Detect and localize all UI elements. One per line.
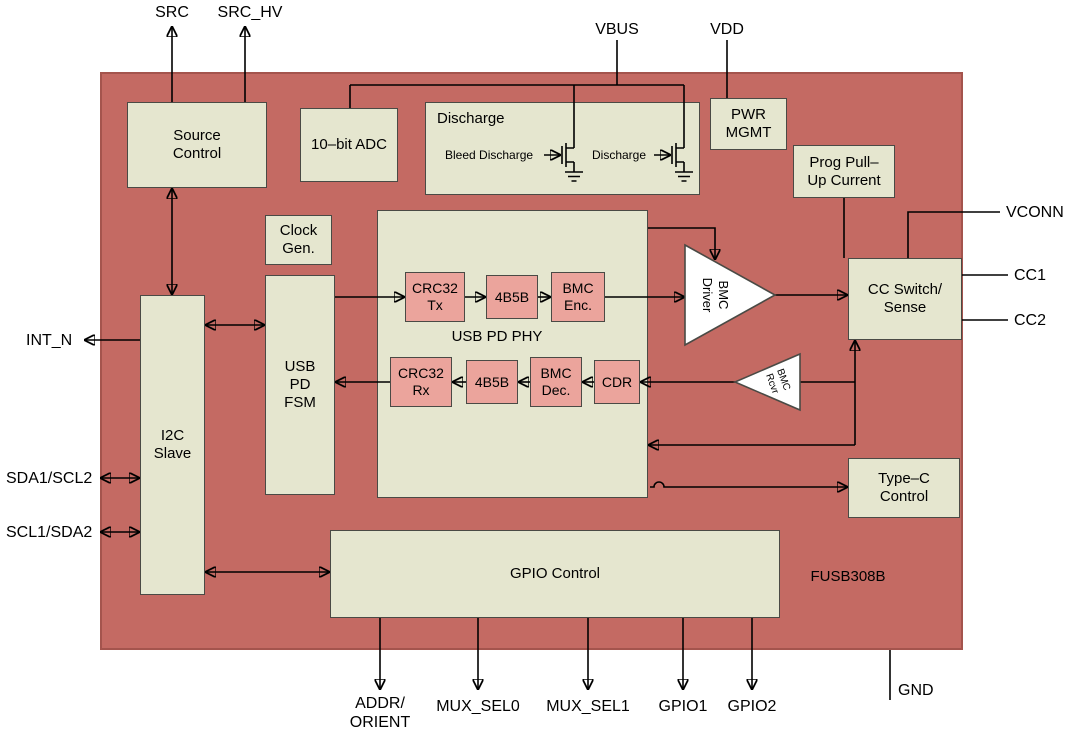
cdr-block: CDR xyxy=(594,360,640,404)
pin-scl1-sda2: SCL1/SDA2 xyxy=(6,524,93,541)
discharge-title: Discharge xyxy=(437,110,505,127)
pin-int-n: INT_N xyxy=(26,332,73,349)
crc32-rx-block: CRC32 Rx xyxy=(390,357,452,407)
usb-pd-phy-label: USB PD PHY xyxy=(451,328,543,345)
bmc-driver-label: BMC Driver xyxy=(700,277,731,313)
4b5b-tx-block: 4B5B xyxy=(486,275,538,319)
usb-pd-fsm-block: USB PD FSM xyxy=(265,275,335,495)
bleed-discharge-label: Bleed Discharge xyxy=(445,148,534,162)
part-number-label: FUSB308B xyxy=(810,568,886,585)
pin-vconn: VCONN xyxy=(1006,204,1064,221)
crc32-tx-block: CRC32 Tx xyxy=(405,272,465,322)
usb-pd-phy-block xyxy=(377,210,648,498)
pin-gnd: GND xyxy=(898,682,934,699)
bmc-dec-block: BMC Dec. xyxy=(530,357,582,407)
pin-src-hv: SRC_HV xyxy=(217,4,283,21)
pin-src: SRC xyxy=(155,4,189,21)
cc-switch-block: CC Switch/ Sense xyxy=(848,258,962,340)
pin-addr-orient: ADDR/ ORIENT xyxy=(349,695,411,732)
pin-gpio1: GPIO1 xyxy=(658,698,708,715)
prog-pullup-block: Prog Pull– Up Current xyxy=(793,145,895,198)
pin-vdd: VDD xyxy=(710,21,744,38)
pwr-mgmt-block: PWR MGMT xyxy=(710,98,787,150)
pin-vbus: VBUS xyxy=(595,21,639,38)
discharge-fet-label: Discharge xyxy=(592,148,647,162)
pin-cc2: CC2 xyxy=(1014,312,1047,329)
pin-cc1: CC1 xyxy=(1014,267,1047,284)
source-control-block: Source Control xyxy=(127,102,267,188)
pin-mux-sel1: MUX_SEL1 xyxy=(546,698,630,715)
bmc-enc-block: BMC Enc. xyxy=(551,272,605,322)
adc-block: 10–bit ADC xyxy=(300,108,398,182)
i2c-slave-block: I2C Slave xyxy=(140,295,205,595)
pin-mux-sel0: MUX_SEL0 xyxy=(436,698,520,715)
pin-gpio2: GPIO2 xyxy=(727,698,777,715)
type-c-control-block: Type–C Control xyxy=(848,458,960,518)
4b5b-rx-block: 4B5B xyxy=(466,360,518,404)
pin-sda1-scl2: SDA1/SCL2 xyxy=(6,470,93,487)
clock-gen-block: Clock Gen. xyxy=(265,215,332,265)
gpio-control-block: GPIO Control xyxy=(330,530,780,618)
